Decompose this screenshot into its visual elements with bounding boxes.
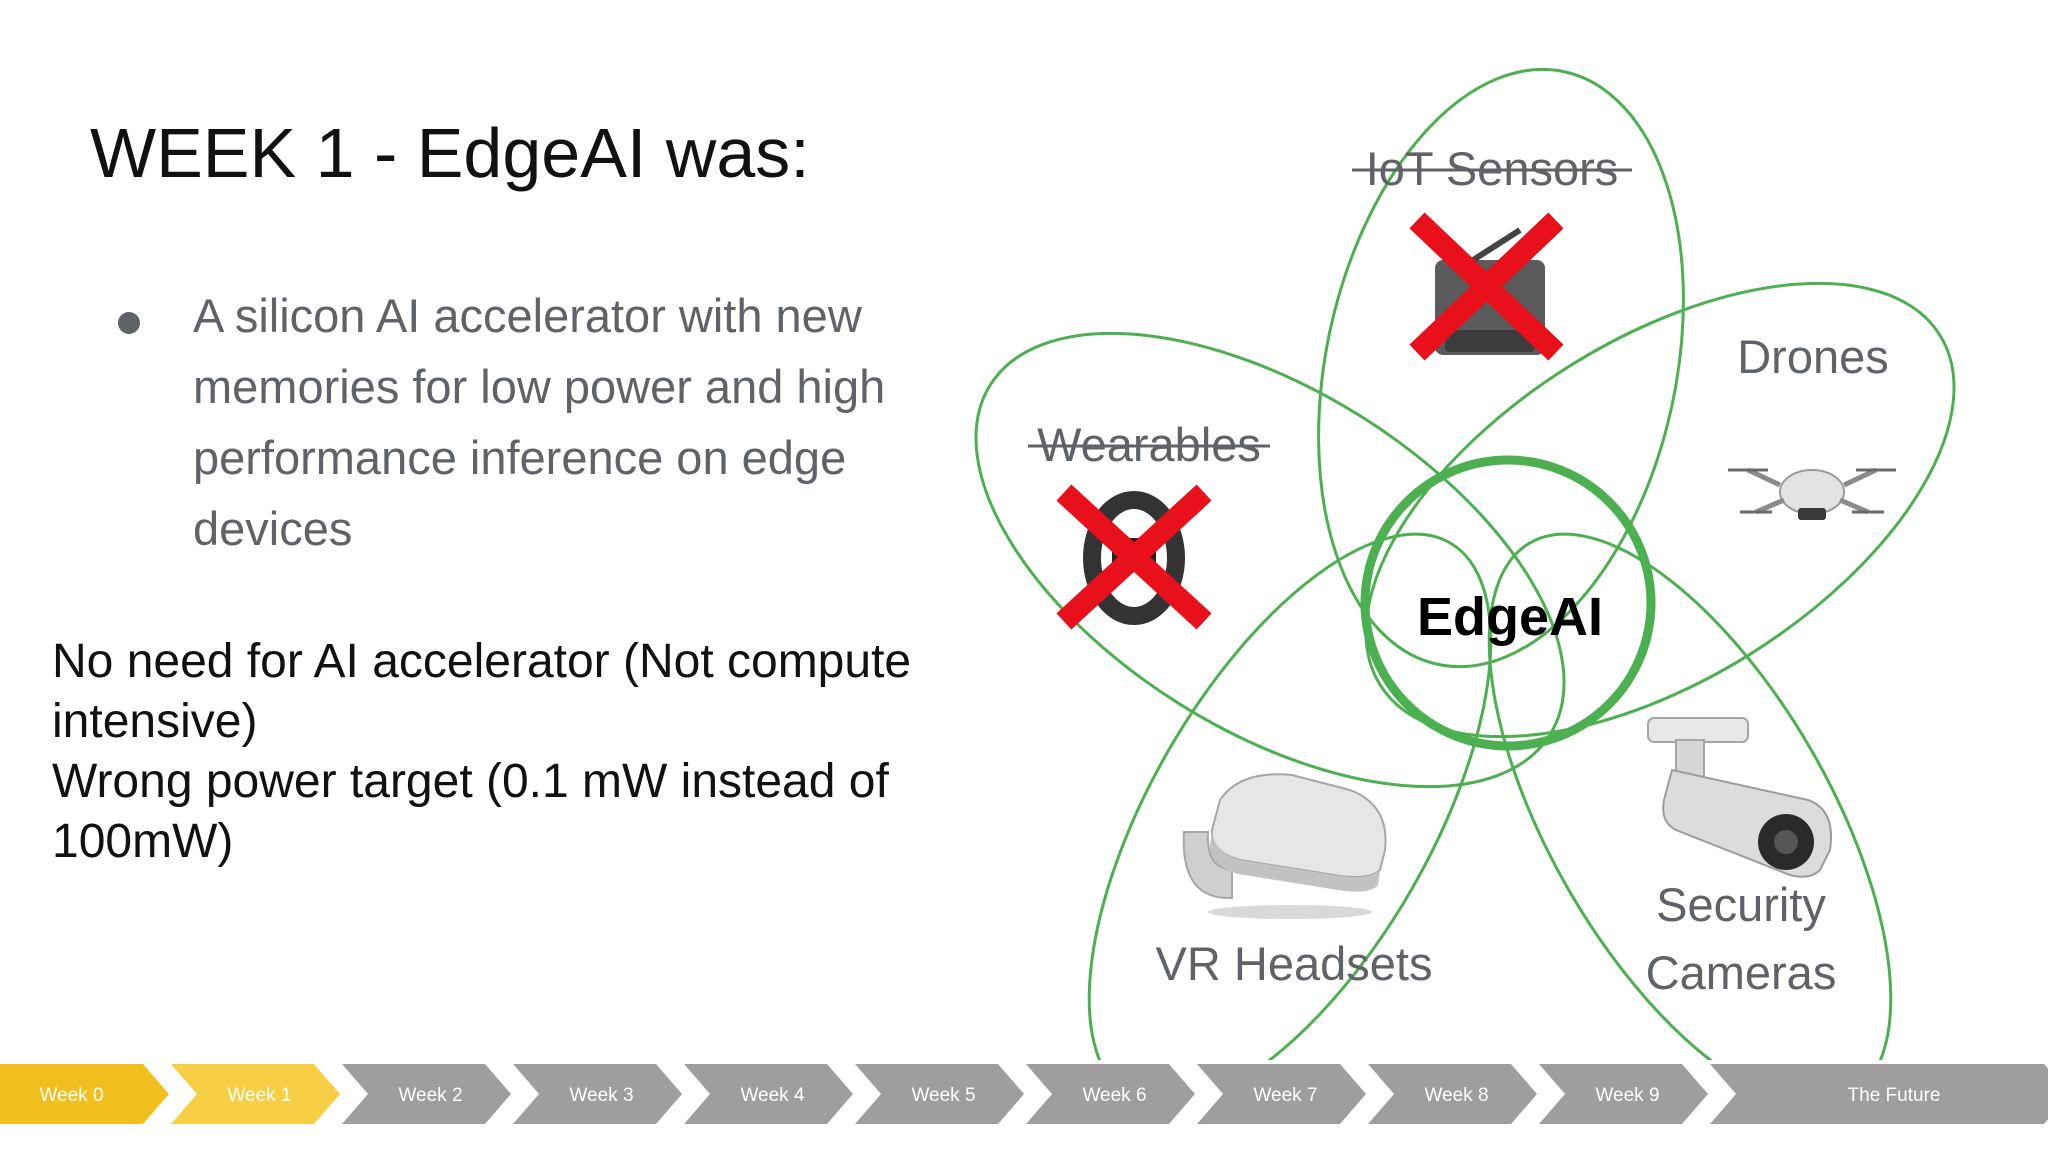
timeline-step-label: The Future xyxy=(1848,1085,1941,1106)
bullet-list: A silicon AI accelerator with new memori… xyxy=(118,280,978,564)
timeline-step-week-7[interactable]: Week 7 xyxy=(1197,1064,1366,1124)
timeline-chevron xyxy=(171,1064,340,1124)
edgeai-diagram: EdgeAI IoT Sensors Drones Wearables xyxy=(974,67,1956,1060)
timeline-chevron xyxy=(1368,1064,1537,1124)
security-camera-icon xyxy=(1647,717,1832,878)
timeline-step-label: Week 6 xyxy=(1082,1085,1146,1106)
petal-outline-wearables xyxy=(974,331,1566,789)
timeline-chevron xyxy=(1197,1064,1366,1124)
timeline-chevron xyxy=(684,1064,853,1124)
timeline-step-week-4[interactable]: Week 4 xyxy=(684,1064,853,1124)
timeline-step-label: Week 4 xyxy=(740,1085,805,1106)
bullet-dot xyxy=(118,312,140,334)
timeline-step-week-3[interactable]: Week 3 xyxy=(513,1064,682,1124)
timeline-step-week-5[interactable]: Week 5 xyxy=(855,1064,1024,1124)
timeline-step-label: Week 0 xyxy=(39,1085,103,1106)
cross-icon xyxy=(1409,212,1564,361)
timeline-step-label: Week 3 xyxy=(569,1085,633,1106)
timeline-step-label: Week 1 xyxy=(227,1085,291,1106)
vr-headsets-label: VR Headsets xyxy=(1156,937,1433,990)
petal-outline-vr xyxy=(1087,532,1493,1060)
timeline-step-week-6[interactable]: Week 6 xyxy=(1026,1064,1195,1124)
security-label-line1: Security xyxy=(1656,878,1826,931)
timeline-chevron xyxy=(855,1064,1024,1124)
security-label-line2: Cameras xyxy=(1646,946,1837,999)
timeline-chevron xyxy=(513,1064,682,1124)
timeline-chevron xyxy=(1026,1064,1195,1124)
petal-outline-iot xyxy=(1317,67,1685,669)
timeline-step-week-1[interactable]: Week 1 xyxy=(171,1064,340,1124)
center-ring xyxy=(1360,455,1656,751)
timeline-step-the-future[interactable]: The Future xyxy=(1710,1064,2048,1124)
timeline-chevron xyxy=(0,1064,169,1124)
drones-label: Drones xyxy=(1737,330,1889,383)
week-timeline: Week 0 Week 1 Week 2 Week 3 Week 4 Week 5 Week… xyxy=(0,1064,2048,1124)
timeline-step-week-8[interactable]: Week 8 xyxy=(1368,1064,1537,1124)
timeline-chevron xyxy=(342,1064,511,1124)
notes: No need for AI accelerator (Not compute … xyxy=(52,632,1012,872)
petal-outline-security xyxy=(1487,532,1893,1060)
timeline-chevron xyxy=(1710,1064,2048,1124)
timeline-step-week-0[interactable]: Week 0 xyxy=(0,1064,169,1124)
timeline-step-label: Week 2 xyxy=(398,1085,462,1106)
vr-headset-icon xyxy=(1182,773,1387,919)
timeline-step-week-9[interactable]: Week 9 xyxy=(1539,1064,1708,1124)
timeline-step-label: Week 9 xyxy=(1595,1085,1659,1106)
timeline-step-label: Week 5 xyxy=(911,1085,975,1106)
note-line: Wrong power target (0.1 mW instead of 10… xyxy=(52,755,889,868)
timeline-chevron xyxy=(1539,1064,1708,1124)
note-line: No need for AI accelerator (Not compute … xyxy=(52,635,912,748)
bullet-text: A silicon AI accelerator with new memori… xyxy=(193,289,886,555)
center-label: EdgeAI xyxy=(1417,587,1603,647)
timeline-step-label: Week 8 xyxy=(1424,1085,1488,1106)
slide-title: WEEK 1 - EdgeAI was: xyxy=(90,114,810,192)
drone-icon xyxy=(1728,467,1896,520)
timeline-step-week-2[interactable]: Week 2 xyxy=(342,1064,511,1124)
timeline-step-label: Week 7 xyxy=(1253,1085,1317,1106)
cross-icon xyxy=(1056,484,1212,630)
petal-outline-drones xyxy=(1364,281,1956,739)
